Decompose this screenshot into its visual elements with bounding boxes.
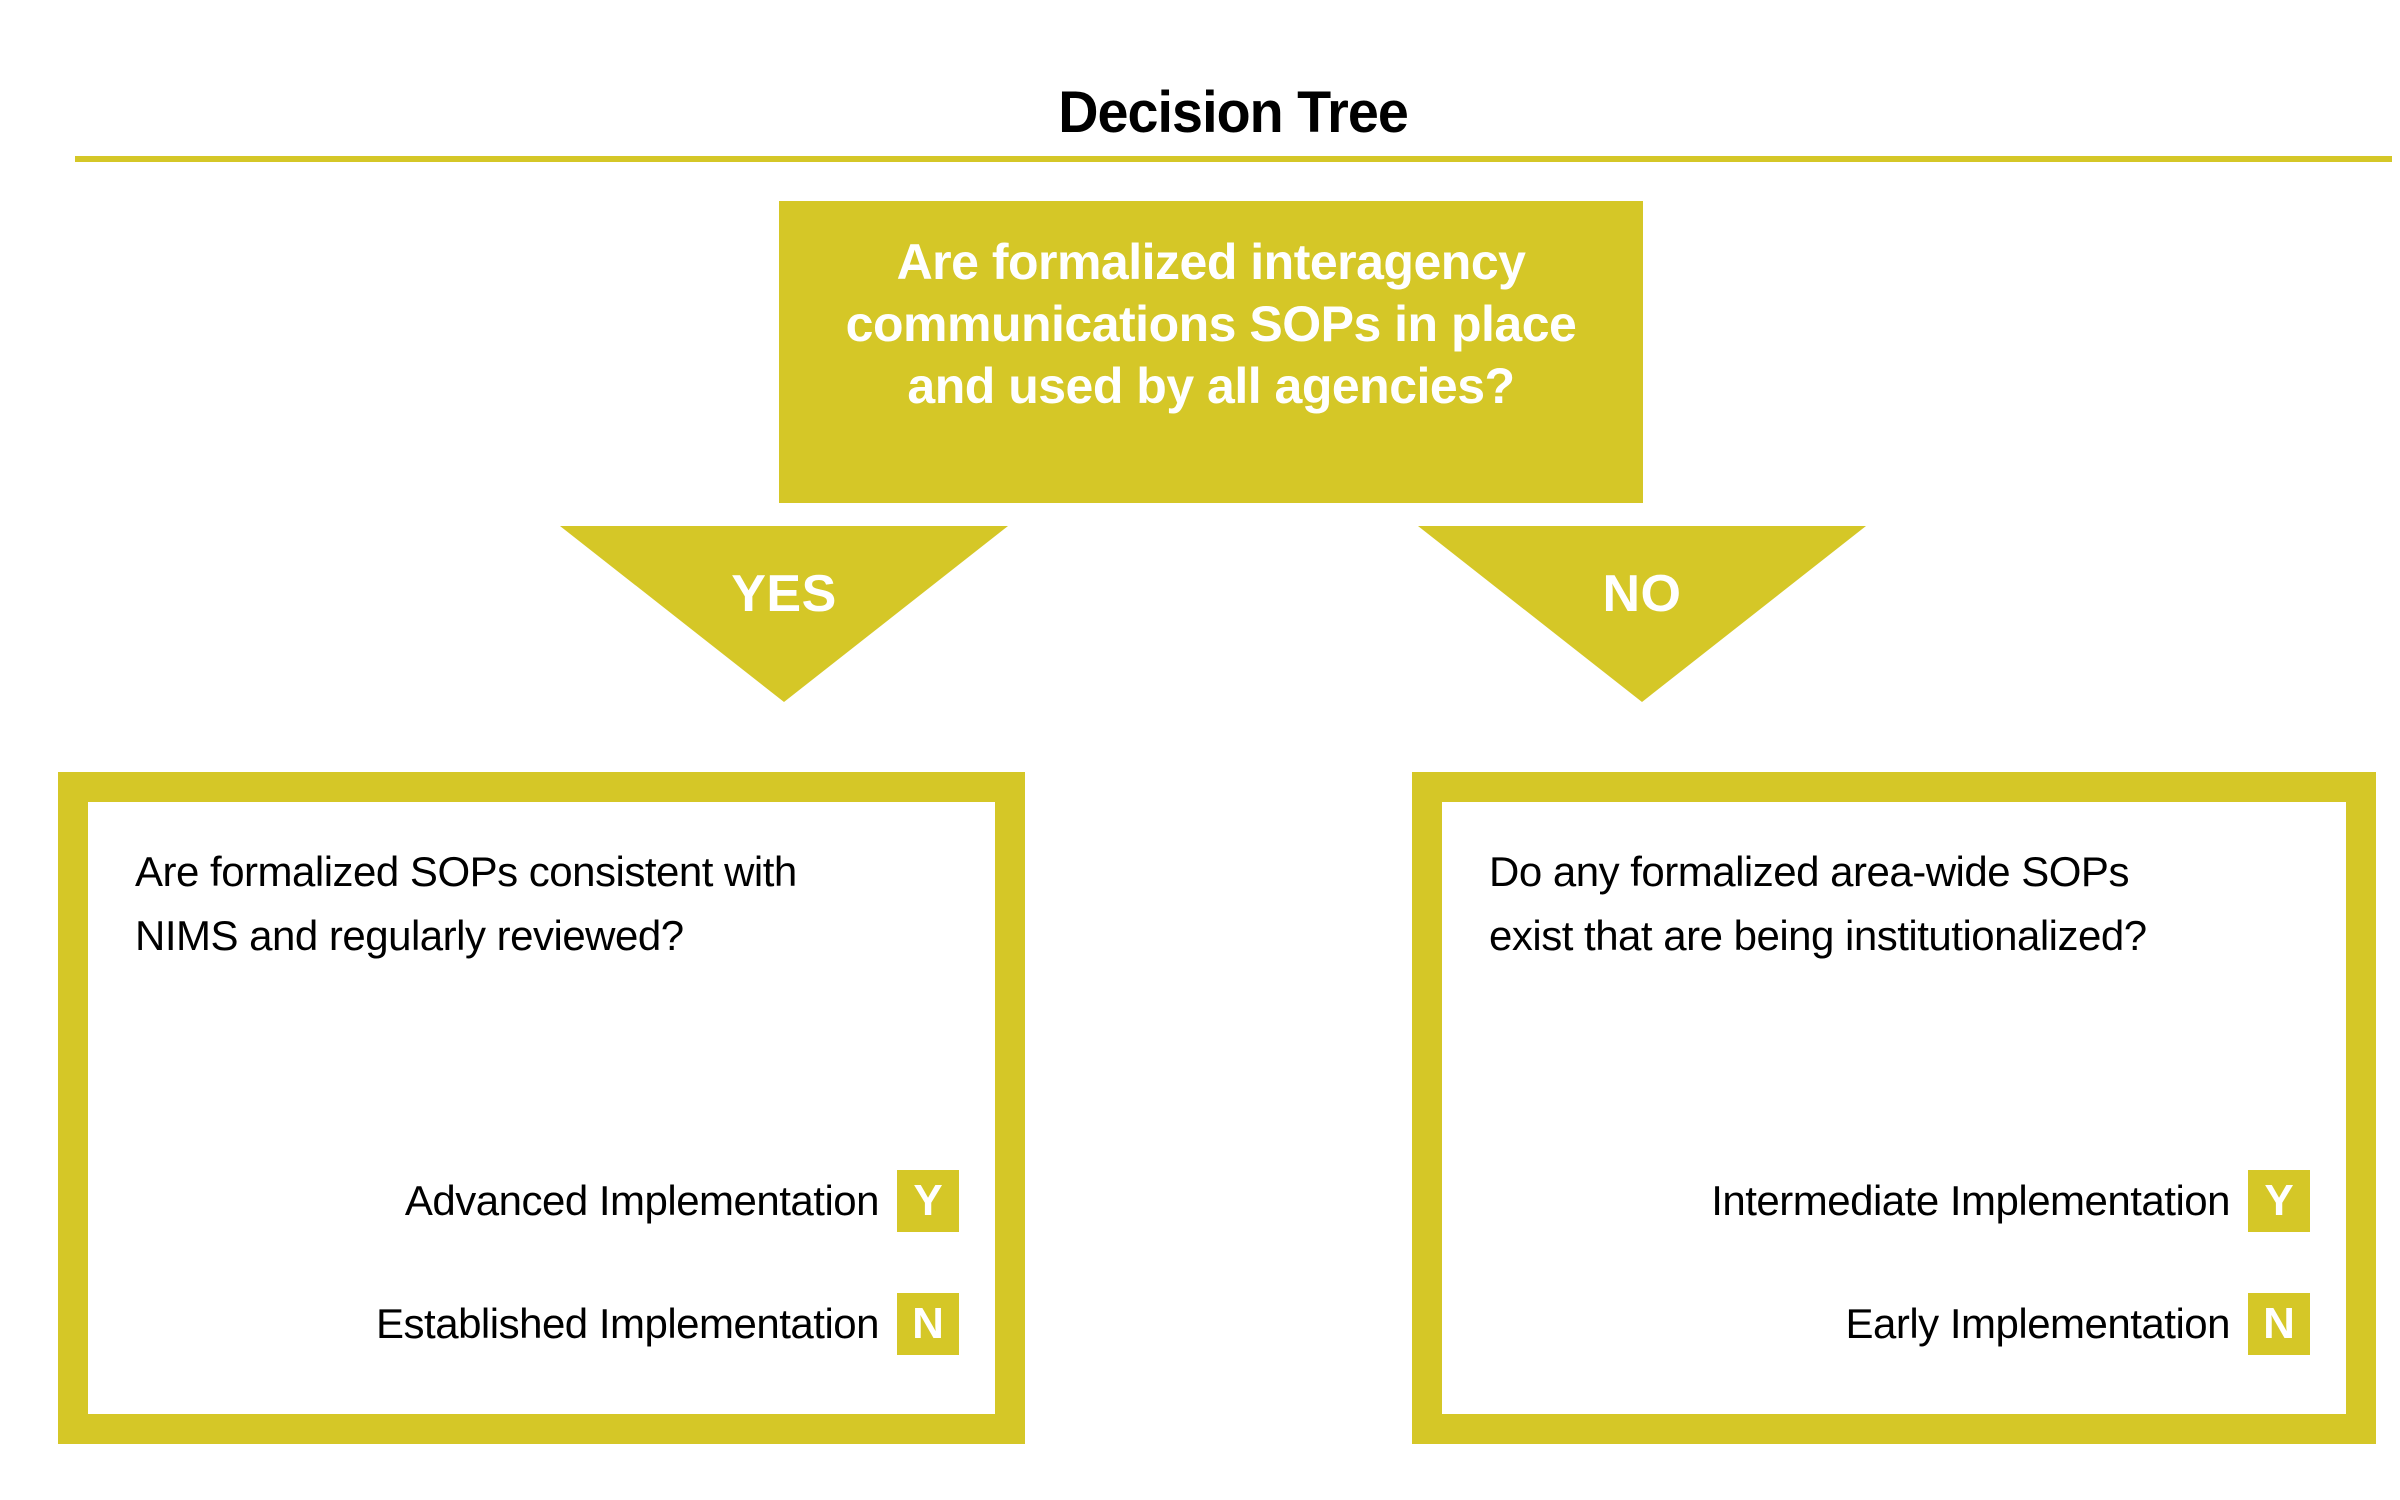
yes-outcome-question: Are formalized SOPs consistent with NIMS… xyxy=(135,848,797,959)
yes-badge: Y xyxy=(897,1170,959,1232)
yes-badge: Y xyxy=(2248,1170,2310,1232)
title-bar: Decision Tree xyxy=(75,84,2392,142)
answer-row: Established Implementation N xyxy=(376,1293,959,1355)
answer-label: Established Implementation xyxy=(376,1300,879,1347)
no-outcome-box: Do any formalized area-wide SOPs exist t… xyxy=(1412,772,2376,1444)
no-branch-label: NO xyxy=(1602,565,1682,623)
yes-arrow-icon xyxy=(560,526,1008,702)
yes-outcome-box: Are formalized SOPs consistent with NIMS… xyxy=(58,772,1025,1444)
yes-branch-label: YES xyxy=(731,565,837,623)
page-title: Decision Tree xyxy=(1058,80,1410,145)
no-arrow-icon xyxy=(1418,526,1866,702)
answer-label: Early Implementation xyxy=(1845,1300,2230,1347)
no-outcome-question: Do any formalized area-wide SOPs exist t… xyxy=(1489,848,2147,959)
answer-row: Advanced Implementation Y xyxy=(376,1170,959,1232)
answer-label: Intermediate Implementation xyxy=(1711,1177,2230,1224)
root-question-node: Are formalized interagency communication… xyxy=(779,201,1643,503)
yes-branch: YES xyxy=(560,526,1008,702)
no-outcome-answers: Intermediate Implementation Y Early Impl… xyxy=(1711,1170,2310,1416)
yes-outcome-answers: Advanced Implementation Y Established Im… xyxy=(376,1170,959,1416)
answer-label: Advanced Implementation xyxy=(404,1177,880,1224)
answer-row: Early Implementation N xyxy=(1711,1293,2310,1355)
answer-row: Intermediate Implementation Y xyxy=(1711,1170,2310,1232)
root-question-text: Are formalized interagency communication… xyxy=(845,234,1577,414)
title-rule xyxy=(75,156,2392,162)
no-badge: N xyxy=(2248,1293,2310,1355)
no-branch: NO xyxy=(1418,526,1866,702)
no-badge: N xyxy=(897,1293,959,1355)
